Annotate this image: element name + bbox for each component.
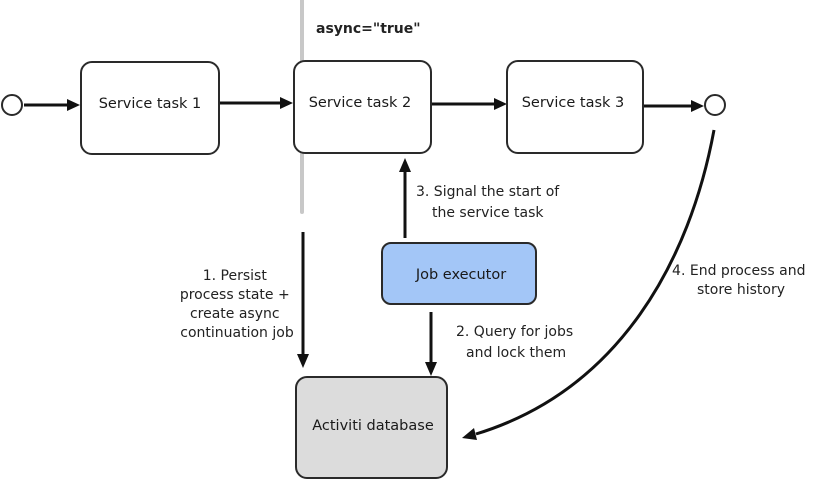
- step2-line1: 2. Query for jobs: [456, 324, 573, 340]
- activiti-database[interactable]: Activiti database: [295, 376, 448, 479]
- service-task-3[interactable]: Service task 3: [506, 60, 644, 154]
- step2-line2: and lock them: [466, 345, 566, 361]
- step1-line1: 1. Persist: [203, 268, 268, 284]
- service-task-2-label: Service task 2: [309, 95, 412, 111]
- step3-label: 3. Signal the start of the service task: [416, 184, 564, 221]
- flow-store-history: [475, 129, 716, 436]
- step4-label: 4. End process and store history: [672, 263, 810, 298]
- flow-query-jobs-head: [425, 362, 437, 376]
- flow-task3-to-end-head: [691, 100, 704, 112]
- service-task-2[interactable]: Service task 2: [293, 60, 432, 154]
- flow-persist-state-head: [297, 354, 309, 368]
- service-task-2-box[interactable]: [293, 60, 432, 154]
- step1-line2: process state +: [180, 287, 290, 303]
- start-event[interactable]: [1, 94, 23, 116]
- end-event[interactable]: [704, 94, 726, 116]
- step1-line3: create async: [190, 306, 280, 322]
- flow-store-history-head: [462, 428, 477, 440]
- job-executor[interactable]: Job executor: [381, 242, 537, 305]
- step2-label: 2. Query for jobs and lock them: [456, 324, 578, 361]
- step3-line1: 3. Signal the start of: [416, 184, 560, 200]
- step4-line2: store history: [697, 282, 785, 298]
- flow-task2-to-task3-head: [494, 98, 507, 110]
- service-task-3-label: Service task 3: [522, 95, 625, 111]
- job-executor-label: Job executor: [415, 267, 506, 283]
- service-task-3-box[interactable]: [506, 60, 644, 154]
- step3-line2: the service task: [432, 205, 544, 221]
- flow-signal-start-head: [399, 158, 411, 172]
- step4-line1: 4. End process and: [672, 263, 805, 279]
- activiti-database-box[interactable]: [295, 376, 448, 479]
- step1-label: 1. Persist process state + create async …: [180, 268, 294, 341]
- service-task-1-label: Service task 1: [99, 96, 202, 112]
- async-label: async="true": [316, 21, 421, 37]
- service-task-1-box[interactable]: [80, 61, 220, 155]
- step1-line4: continuation job: [180, 325, 294, 341]
- flow-task1-to-task2-head: [280, 97, 293, 109]
- service-task-1[interactable]: Service task 1: [80, 61, 220, 155]
- job-executor-box[interactable]: [381, 242, 537, 305]
- flow-start-to-task1-head: [67, 99, 80, 111]
- activiti-database-label: Activiti database: [312, 418, 434, 434]
